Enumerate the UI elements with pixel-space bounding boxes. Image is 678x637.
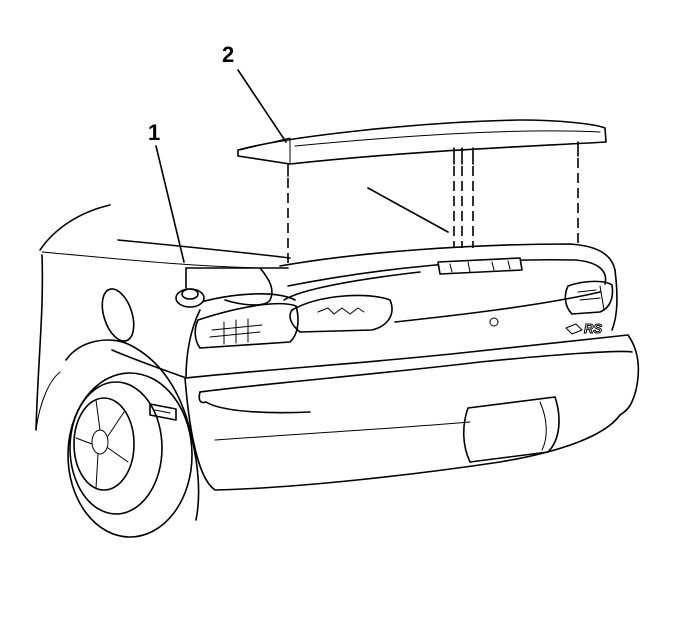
center-lamp-emblem [317,307,365,315]
wheel-spokes [75,399,129,489]
car-body [35,204,640,491]
trunk-lock-cylinder [489,317,499,327]
high-mount-stop-lamp [437,257,523,275]
callout-2-leader [237,69,287,143]
tail-lamps: RS [194,280,614,349]
bumper-right-end [619,334,640,416]
body-side-left-edge [35,254,44,431]
license-plate-inner-edge [539,401,547,451]
bumper-upper-contour [199,350,633,393]
quarter-contour [224,267,273,306]
side-marker-detail [154,409,171,414]
callout-2-label: 2 [222,42,234,67]
rear-pillar-line [39,204,111,251]
right-tail-lamp-detail [577,285,605,311]
bumper-mid-contour [214,421,471,441]
decklid-side-line [117,239,291,259]
callouts: 1 2 [148,42,287,263]
fuel-door [101,288,135,342]
rear-wheel [65,339,200,538]
spoiler-end-cap [239,137,291,165]
end-panel-mid-line [394,291,601,323]
spoiler-wing [237,119,607,165]
spoiler-crest-line [294,130,601,147]
tire-inner [69,381,163,515]
callout-1-label: 1 [148,120,160,145]
center-lamp-panel [289,294,393,333]
left-tail-lamp-grid [209,318,263,345]
wheel-arch [65,339,200,521]
alignment-lines-center [453,166,474,248]
grommet-inner [181,288,199,300]
callout-1-leader [155,145,185,263]
body-lower-side [111,349,187,379]
wheel-hub [91,429,109,455]
tire-outer [67,372,193,538]
quarter-panel-crease [41,251,261,269]
decklid-pointer-line [367,187,449,233]
end-panel-top-left [189,293,296,306]
bumper-top-line [185,334,629,379]
bumper-lower-edge [184,377,621,491]
wheel-rim [73,397,135,491]
license-plate-recess [462,396,560,463]
bowtie-emblem [565,323,583,335]
high-mount-lamp-detail [449,260,511,273]
right-tail-lamp [564,280,614,315]
bumper-left-tip [198,391,207,404]
decklid-panel-line [283,271,421,301]
rear-spoiler [237,119,607,275]
quarter-rear-corner [185,309,201,379]
spoiler-grommet [175,267,289,308]
end-panel-right-edge [611,269,618,331]
rs-badge: RS [584,321,602,336]
left-tail-lamp [194,302,299,349]
spoiler-studs-center [453,147,474,165]
wheel-arch-front-edge [35,371,61,431]
decklid-top-edge [279,243,616,271]
bumper-left-contour [205,401,311,414]
